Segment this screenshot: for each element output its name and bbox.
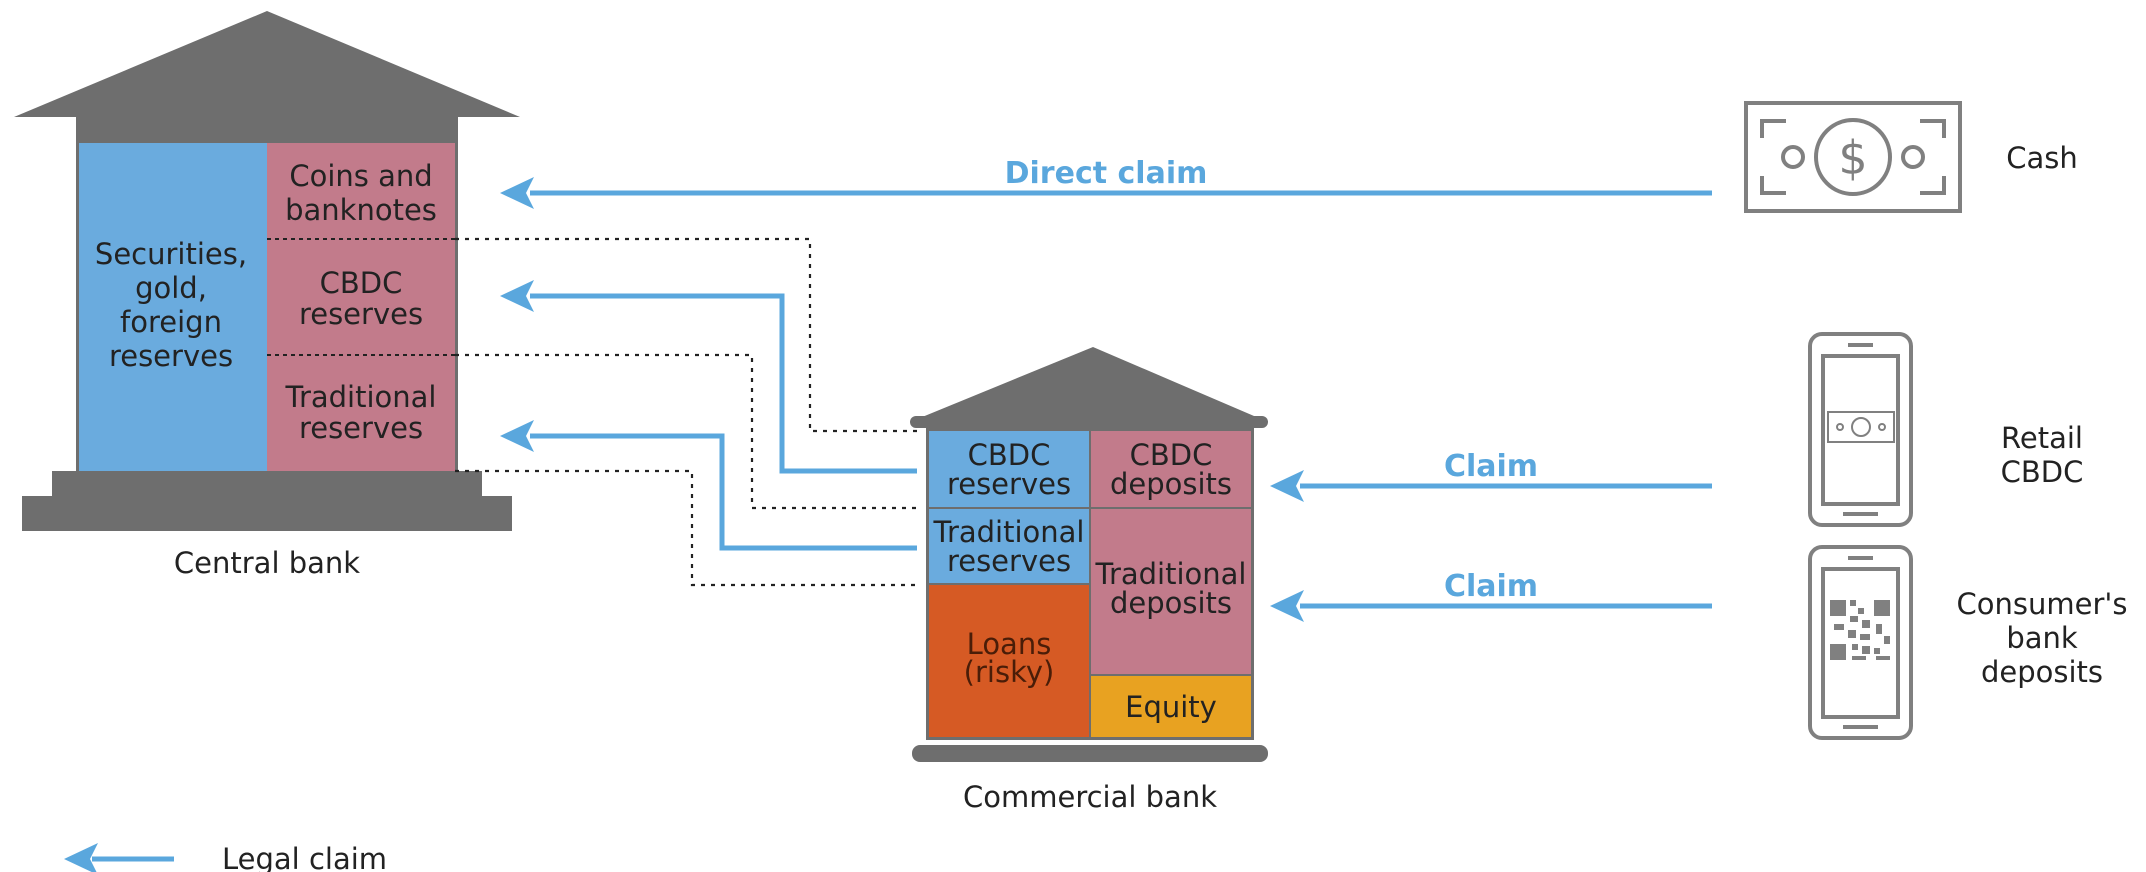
central-bank-assets-line-3: foreign bbox=[120, 305, 222, 339]
commercial-traditional-reserves-line-1: Traditional bbox=[933, 515, 1085, 549]
commercial-traditional-deposits-line-2: deposits bbox=[1110, 586, 1232, 620]
central-bank-left-pillar bbox=[76, 143, 79, 471]
commercial-bank-roof-base bbox=[910, 416, 1268, 428]
arrowhead-retail-claim bbox=[1270, 470, 1304, 502]
arrowhead-cbdc-reserves bbox=[500, 280, 534, 312]
central-bank-step-upper bbox=[52, 471, 482, 496]
central-bank-frieze bbox=[76, 117, 458, 143]
retail-cbdc-line-2: CBDC bbox=[2001, 455, 2084, 489]
central-bank-assets-line-2: gold, bbox=[135, 271, 207, 305]
direct-claim-label: Direct claim bbox=[1005, 156, 1208, 191]
svg-text:$: $ bbox=[1838, 131, 1867, 185]
arrow-heads bbox=[500, 177, 1304, 622]
legend: Legal claim bbox=[64, 842, 387, 872]
commercial-bank-traditional-reserves-block bbox=[929, 509, 1089, 583]
central-bank-cbdc-line-1: CBDC bbox=[320, 266, 403, 300]
claim-arrow-traditional-reserves bbox=[530, 433, 917, 551]
commercial-bank-base bbox=[912, 745, 1268, 762]
arrowhead-direct-claim bbox=[500, 177, 534, 209]
deposits-claim-label: Claim bbox=[1444, 569, 1538, 604]
banknote-icon: $ bbox=[1744, 101, 1962, 213]
commercial-cbdc-deposits-line-2: deposits bbox=[1110, 467, 1232, 501]
commercial-cbdc-deposits-line-1: CBDC bbox=[1130, 438, 1213, 472]
central-bank-building: Securities, gold, foreign reserves Coins… bbox=[14, 11, 520, 580]
retail-cbdc-line-1: Retail bbox=[2001, 421, 2083, 455]
smartphone-banknote-icon bbox=[1808, 332, 1913, 527]
consumer-deposits-line-3: deposits bbox=[1981, 655, 2103, 689]
commercial-bank-equity-block bbox=[1091, 676, 1251, 737]
commercial-loans-line-1: Loans bbox=[967, 627, 1052, 661]
central-bank-assets-line-4: reserves bbox=[109, 339, 233, 373]
central-bank-right-pillar bbox=[455, 143, 458, 471]
retail-claim-label: Claim bbox=[1444, 449, 1538, 484]
dotted-connector-traditional bbox=[455, 469, 920, 587]
commercial-equity-label: Equity bbox=[1125, 690, 1217, 724]
central-bank-roof bbox=[14, 11, 520, 117]
central-bank-coins-line-2: banknotes bbox=[285, 193, 437, 227]
commercial-bank-cbdc-deposits-block bbox=[1091, 431, 1251, 507]
commercial-cbdc-reserves-line-2: reserves bbox=[947, 467, 1071, 501]
central-bank-cbdc-block bbox=[267, 239, 455, 355]
central-bank-label: Central bank bbox=[174, 546, 360, 580]
central-bank-coins-block bbox=[267, 143, 455, 239]
commercial-loans-line-2: (risky) bbox=[964, 655, 1055, 689]
arrowhead-deposits-claim bbox=[1270, 590, 1304, 622]
dotted-connector-cbdc bbox=[455, 353, 920, 510]
central-bank-assets-line-1: Securities, bbox=[95, 237, 247, 271]
smartphone-qr-icon bbox=[1808, 545, 1913, 740]
central-bank-traditional-block bbox=[267, 355, 455, 471]
consumer-deposits-line-2: bank bbox=[2006, 621, 2078, 655]
commercial-bank-roof bbox=[910, 347, 1268, 422]
claim-arrow-cbdc-reserves bbox=[530, 293, 917, 474]
central-bank-assets-block bbox=[79, 143, 267, 471]
commercial-bank-label: Commercial bank bbox=[963, 780, 1217, 814]
dotted-connector-coins bbox=[455, 237, 920, 433]
commercial-traditional-deposits-line-1: Traditional bbox=[1095, 557, 1247, 591]
commercial-cbdc-reserves-line-1: CBDC bbox=[968, 438, 1051, 472]
central-bank-traditional-line-1: Traditional bbox=[285, 380, 437, 414]
cash-label: Cash bbox=[2006, 141, 2078, 175]
commercial-bank-building: CBDC reserves Traditional reserves Loans… bbox=[910, 347, 1268, 814]
central-bank-cbdc-line-2: reserves bbox=[299, 297, 423, 331]
arrowhead-traditional-reserves bbox=[500, 420, 534, 452]
legend-label: Legal claim bbox=[222, 842, 387, 872]
commercial-bank-loans-block bbox=[929, 585, 1089, 737]
commercial-traditional-reserves-line-2: reserves bbox=[947, 544, 1071, 578]
dotted-connectors bbox=[455, 237, 920, 587]
commercial-bank-cbdc-reserves-block bbox=[929, 431, 1089, 507]
consumer-deposits-line-1: Consumer's bbox=[1957, 587, 2128, 621]
central-bank-step-lower bbox=[22, 496, 512, 531]
central-bank-traditional-line-2: reserves bbox=[299, 411, 423, 445]
commercial-bank-traditional-deposits-block bbox=[1091, 509, 1251, 674]
legend-arrowhead bbox=[64, 843, 98, 872]
claim-arrows-to-central bbox=[530, 190, 1712, 609]
central-bank-coins-line-1: Coins and bbox=[289, 159, 432, 193]
